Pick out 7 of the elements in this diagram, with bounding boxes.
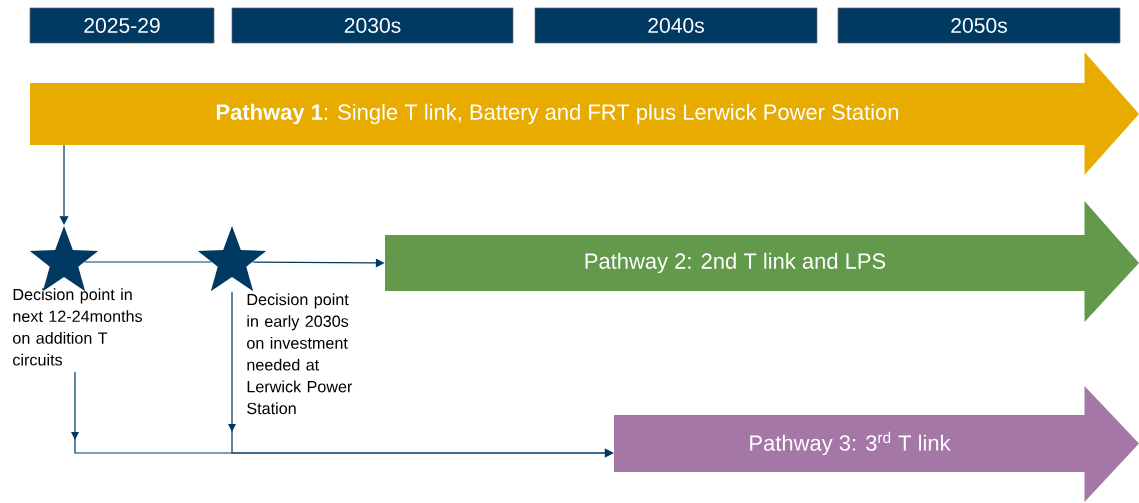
decision-note: Decision point in early 2030s on investment needed at Lerwick Power Station xyxy=(247,293,353,415)
decision-note: Decision point in next 12-24months on addition T circuits xyxy=(13,288,143,366)
period-header: 2040s xyxy=(534,7,818,44)
period-header: 2025-29 xyxy=(29,7,215,44)
period-header: 2030s xyxy=(231,7,514,44)
period-header: 2050s xyxy=(837,7,1121,44)
arrow xyxy=(59,144,69,225)
